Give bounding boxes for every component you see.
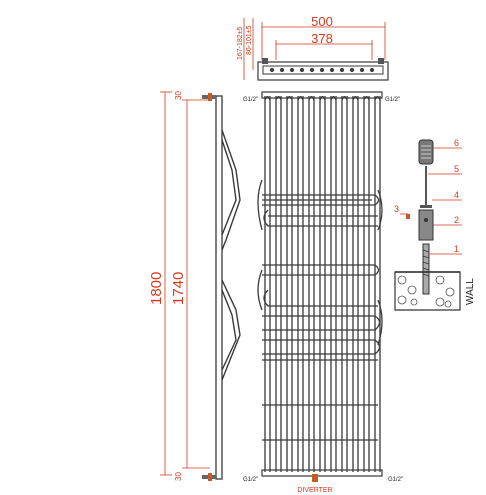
bottom-offset-label: 30: [174, 472, 183, 481]
part-4-number: 4: [454, 190, 459, 200]
connection-top-left-label: G1/2": [243, 97, 258, 103]
total-width-label: 500: [311, 14, 333, 29]
top-offset-label: 30: [174, 91, 183, 100]
part-6-grip: [421, 145, 431, 159]
connection-bottom-left-label: G1/2": [243, 477, 258, 483]
front-side-returns: [257, 179, 383, 346]
diverter-label: DIVERTER: [297, 487, 332, 494]
part-4-washer: [420, 205, 432, 208]
side-bottom-pin-cap: [208, 473, 212, 481]
inner-width-label: 378: [311, 31, 333, 46]
part-6-number: 6: [454, 138, 459, 148]
top-view-tubes: [270, 68, 374, 72]
part-1-thread: [422, 249, 430, 277]
part-6-cap: [418, 139, 434, 165]
part-2-hole: [424, 218, 428, 222]
side-bar: [215, 95, 223, 480]
wall-aggregate: [397, 275, 455, 308]
front-top-header: [261, 91, 383, 99]
part-3-number: 3: [394, 204, 399, 214]
side-top-pin-cap: [208, 93, 212, 101]
top-view: 500 378 167-182±5 86-101±5: [237, 14, 389, 81]
side-view: 1800 1740 30 30: [148, 91, 241, 481]
top-view-inner: [262, 65, 384, 75]
part-3-set-screw: [406, 214, 410, 219]
part-2-sleeve: [418, 209, 434, 241]
total-height-label: 1800: [148, 272, 165, 305]
side-profile-lower-b: [221, 289, 237, 371]
front-cross-loops: [262, 194, 381, 441]
depth-inner-label: 86-101±5: [246, 25, 253, 55]
top-view-frame: [257, 61, 389, 81]
front-tube-tops: [264, 95, 381, 101]
part-leaders: [400, 147, 462, 255]
part-2-number: 2: [454, 215, 459, 225]
depth-outer-label: 167-182±5: [237, 26, 244, 60]
side-profile-upper-b: [221, 139, 237, 236]
part-5-number: 5: [454, 164, 459, 174]
connection-bottom-right-label: G1/2": [388, 477, 403, 483]
front-bottom-header: [261, 469, 383, 477]
diverter-valve: [312, 474, 318, 482]
wall-mount-detail: WALL 6 5 4 2 1 3: [394, 138, 476, 311]
front-view: G1/2" G1/2" G1/2" G1/2" DIVERTER: [243, 91, 403, 494]
inner-height-label: 1740: [170, 272, 187, 305]
top-right-mount: [378, 58, 384, 64]
side-profile-upper-a: [221, 129, 241, 251]
top-left-mount: [262, 58, 268, 64]
front-tubes: [264, 96, 381, 472]
wall-label: WALL: [465, 278, 476, 305]
side-profile-lower-a: [221, 279, 241, 381]
connection-top-right-label: G1/2": [385, 97, 400, 103]
part-1-number: 1: [454, 244, 459, 254]
